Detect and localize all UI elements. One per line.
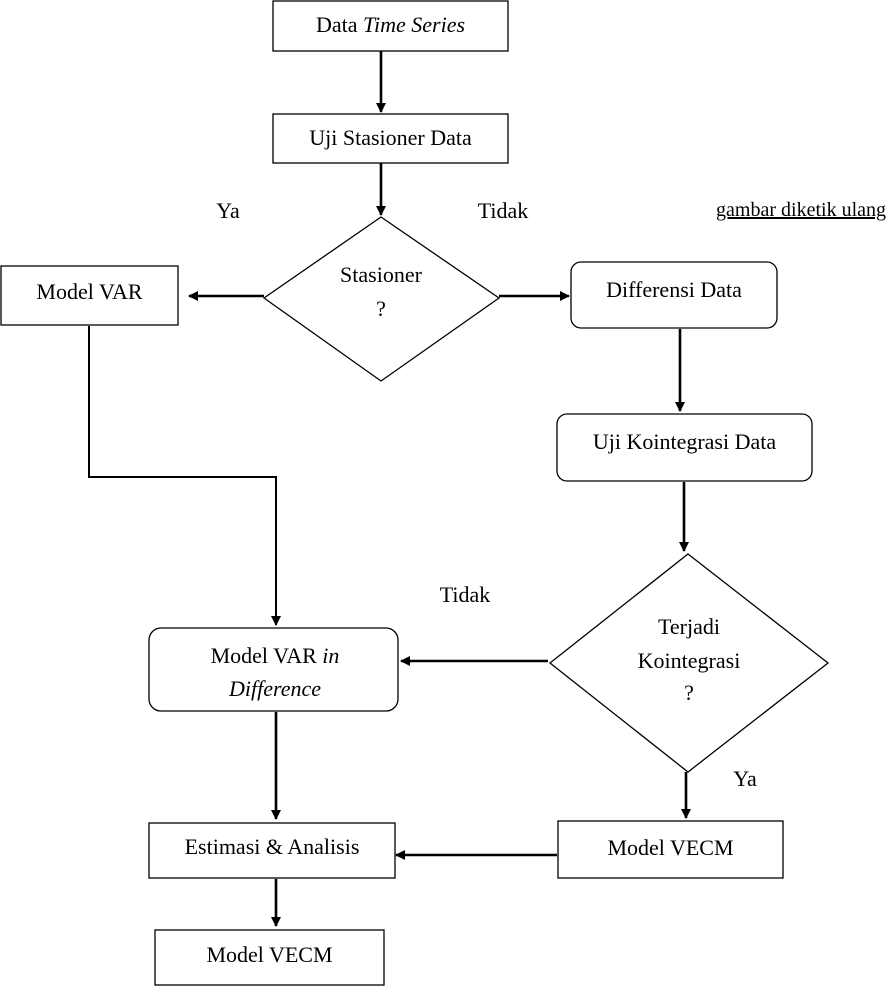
edges <box>88 51 691 927</box>
node-kointegrasi-line1: Terjadi <box>658 614 720 639</box>
node-model-var: Model VAR <box>0 265 179 326</box>
node-model-vecm-right-label: Model VECM <box>607 835 733 860</box>
node-var-diff-line1-b: in <box>322 643 339 668</box>
node-uji-kointegrasi: Uji Kointegrasi Data <box>556 413 813 482</box>
node-model-vecm-bottom: Model VECM <box>154 929 385 986</box>
node-estimasi-analisis: Estimasi & Analisis <box>148 822 396 879</box>
edge-label-tidak-kointegrasi: Tidak <box>440 582 491 607</box>
node-data-time-series-label-b: Time Series <box>363 12 465 37</box>
svg-text:Model VAR in: Model VAR in <box>211 643 340 668</box>
node-uji-kointegrasi-label: Uji Kointegrasi Data <box>593 429 777 454</box>
node-uji-stasioner: Uji Stasioner Data <box>272 113 509 164</box>
edge-label-tidak-stasioner: Tidak <box>478 198 529 223</box>
node-kointegrasi-decision: Terjadi Kointegrasi ? <box>548 553 830 773</box>
svg-text:Data Time Series: Data Time Series <box>316 12 465 37</box>
node-model-vecm-bottom-label: Model VECM <box>206 942 332 967</box>
node-model-var-difference: Model VAR in Difference <box>148 627 399 712</box>
node-stasioner-line2: ? <box>376 296 386 321</box>
node-model-vecm-right: Model VECM <box>557 820 784 879</box>
node-uji-stasioner-label: Uji Stasioner Data <box>309 125 472 150</box>
node-var-diff-line1-a: Model VAR <box>211 643 323 668</box>
node-data-time-series: Data Time Series <box>272 0 509 52</box>
node-estimasi-label: Estimasi & Analisis <box>185 834 360 859</box>
edge-label-ya-stasioner: Ya <box>216 198 240 223</box>
edge-label-ya-kointegrasi: Ya <box>733 766 757 791</box>
node-differensi-label: Differensi Data <box>606 277 742 302</box>
retyped-note: gambar diketik ulang <box>716 199 886 221</box>
node-var-diff-line2: Difference <box>228 676 321 701</box>
node-model-var-label: Model VAR <box>36 279 142 304</box>
node-data-time-series-label-a: Data <box>316 12 363 37</box>
node-differensi-data: Differensi Data <box>570 261 778 329</box>
node-kointegrasi-line3: ? <box>684 680 694 705</box>
edge-model-var-to-var-diff <box>88 326 281 626</box>
node-stasioner-line1: Stasioner <box>340 262 423 287</box>
node-stasioner-decision: Stasioner ? <box>262 216 501 382</box>
node-kointegrasi-line2: Kointegrasi <box>638 648 741 673</box>
